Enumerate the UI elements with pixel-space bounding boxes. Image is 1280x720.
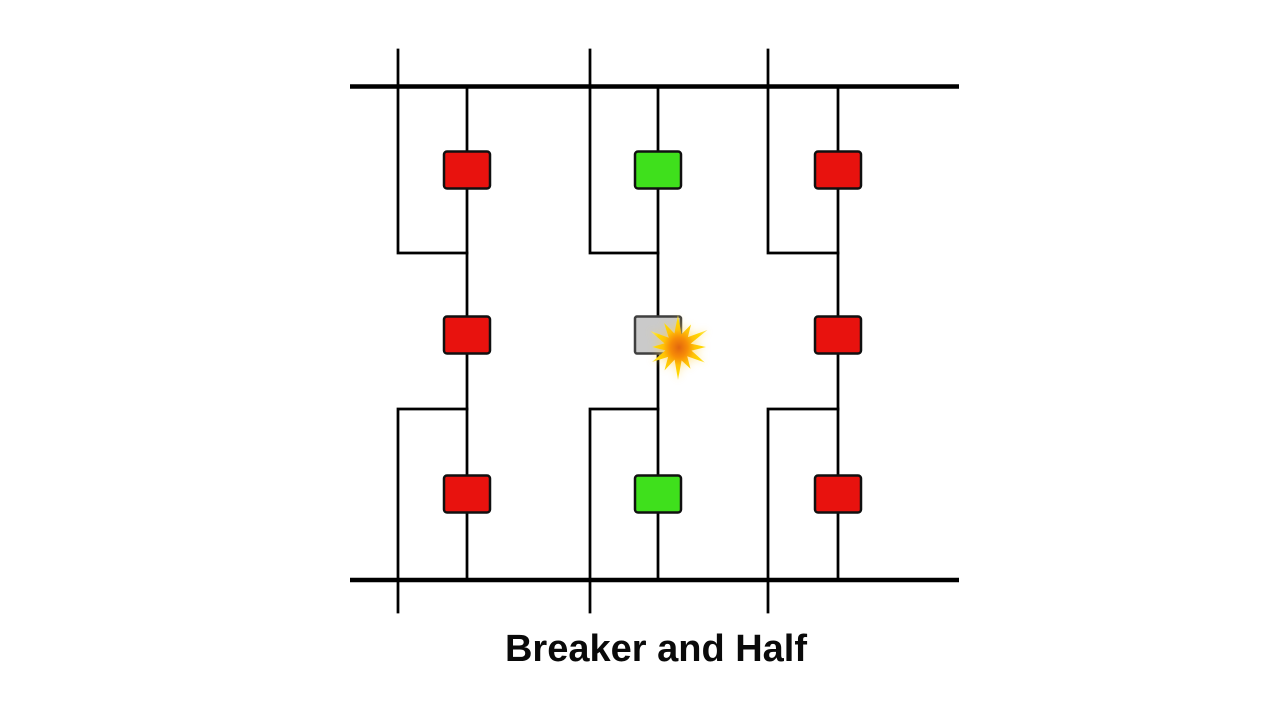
breaker-bay1-top xyxy=(442,150,492,190)
breaker-bay3-top xyxy=(813,150,863,190)
diagram-title: Breaker and Half xyxy=(504,628,808,670)
bay-2-bottom-feeder-line xyxy=(588,407,660,614)
breaker-bay3-middle xyxy=(813,315,863,355)
breaker-bay3-bottom xyxy=(813,474,863,514)
breaker-bay1-bottom xyxy=(442,474,492,514)
bay-3-bottom-feeder-line xyxy=(766,407,840,614)
explosion-burst xyxy=(650,315,708,380)
bay-1-bottom-feeder-line xyxy=(396,407,469,614)
breaker-bay2-top xyxy=(633,150,683,190)
breaker-bay2-bottom xyxy=(633,474,683,514)
bay-3-top-feeder-line xyxy=(766,48,840,255)
explosion-icon xyxy=(650,315,708,380)
bay-1-top-feeder-line xyxy=(396,48,469,255)
breaker-bay1-middle xyxy=(442,315,492,355)
bay-2-top-feeder-line xyxy=(588,48,660,255)
